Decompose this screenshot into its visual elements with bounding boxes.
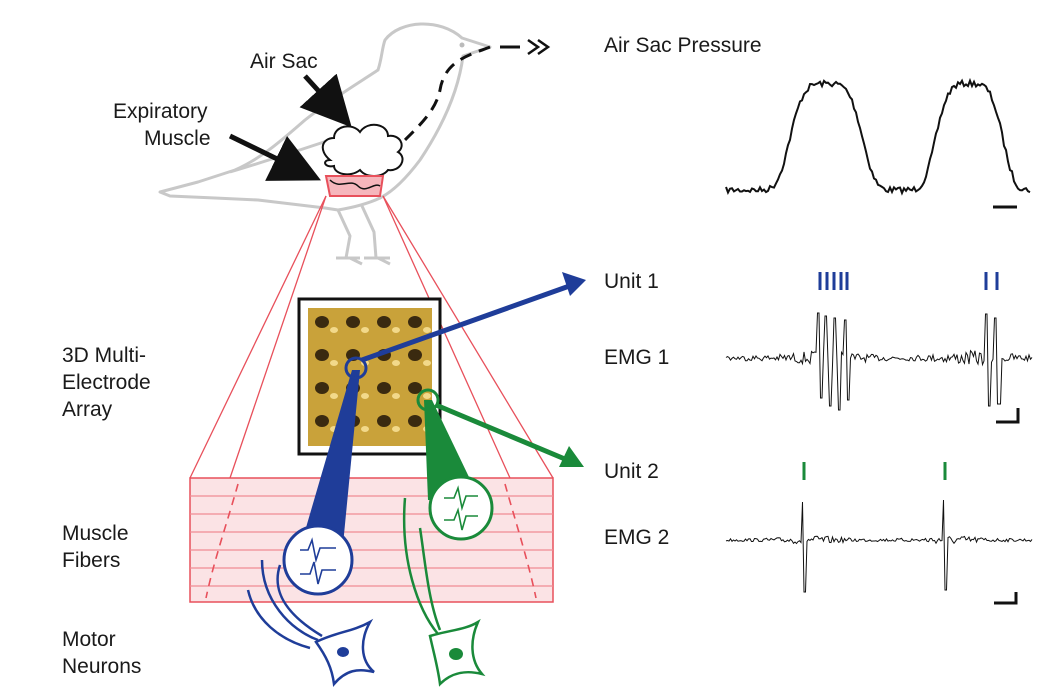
air-sac-arrow xyxy=(299,73,352,128)
muscle-arrow xyxy=(228,133,321,181)
muscle-wrinkle xyxy=(329,179,381,190)
unit1-beam xyxy=(298,370,360,555)
electrode-pad xyxy=(377,316,391,328)
airflow-chevron-icon xyxy=(527,38,551,56)
airway-dashed xyxy=(403,45,491,142)
bird-eye xyxy=(459,42,465,48)
electrode-pad xyxy=(346,316,360,328)
electrode-pad xyxy=(315,382,329,394)
unit1-spike-raster xyxy=(818,272,999,290)
electrode-pad xyxy=(377,415,391,427)
air-sac-pressure-label: Air Sac Pressure xyxy=(604,34,762,57)
emg1-scale-bar xyxy=(996,408,1020,424)
unit1-arrow-line xyxy=(361,281,576,363)
electrode-pad xyxy=(315,415,329,427)
unit2-arrow-line xyxy=(435,402,573,465)
unit1-waveform-circle xyxy=(282,524,354,596)
unit2-electrode-ring xyxy=(416,388,440,412)
unit2-spike-raster xyxy=(802,462,947,480)
electrode-pad xyxy=(408,349,422,361)
emg2-scale-bar xyxy=(994,592,1018,605)
air-sac-cloud xyxy=(321,123,404,177)
electrode-pad xyxy=(315,349,329,361)
expiratory-muscle-shape xyxy=(324,175,385,197)
projection-lines xyxy=(189,195,554,479)
emg2-trace xyxy=(725,499,1033,593)
unit2-beam xyxy=(424,400,480,500)
air-sac-label: Air Sac xyxy=(250,50,318,73)
electrode-pad xyxy=(408,316,422,328)
motor-neuron-green xyxy=(402,497,486,687)
unit2-waveform-circle xyxy=(428,475,494,541)
emg1-trace xyxy=(725,312,1033,411)
electrode-pad xyxy=(315,316,329,328)
unit2-label: Unit 2 xyxy=(604,460,659,483)
unit1-label: Unit 1 xyxy=(604,270,659,293)
unit2-arrowhead xyxy=(559,446,584,467)
emg2-label: EMG 2 xyxy=(604,526,670,549)
unit1-arrowhead xyxy=(562,272,586,296)
motor-neuron-blue xyxy=(246,559,375,687)
air-sac-pressure-trace xyxy=(725,77,1031,196)
electrode-pad xyxy=(408,382,422,394)
electrode-pad xyxy=(408,415,422,427)
muscle-fibers-block xyxy=(189,477,554,603)
electrode-array xyxy=(297,297,442,456)
unit1-electrode-ring xyxy=(344,356,368,380)
emg1-label: EMG 1 xyxy=(604,346,670,369)
electrode-pad xyxy=(377,382,391,394)
